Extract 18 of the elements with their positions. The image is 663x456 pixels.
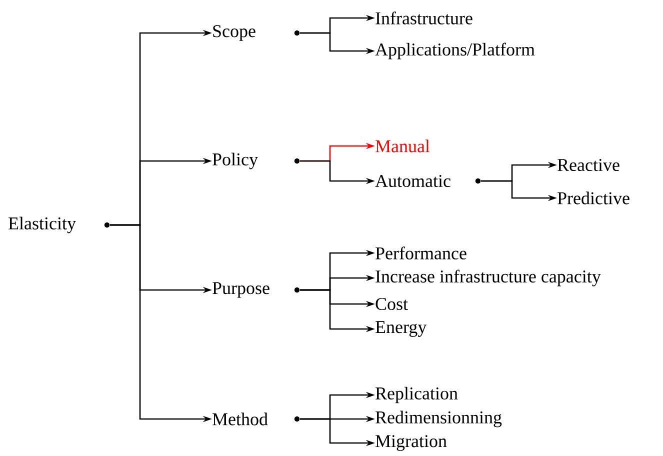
node-label: Infrastructure xyxy=(376,12,472,24)
node-label: Predictive xyxy=(558,192,630,204)
node-label: Redimensionning xyxy=(376,410,502,428)
node-label: Automatic xyxy=(375,174,450,188)
node-label: Increase infrastructure capacity xyxy=(376,270,601,286)
node-label: Migration xyxy=(376,435,447,451)
node-label: Manual xyxy=(376,140,430,152)
node-label: Reactive xyxy=(558,158,620,172)
node-label: Scope xyxy=(213,25,256,41)
node-label: Applications/Platform xyxy=(375,42,535,60)
node-label: Purpose xyxy=(212,282,270,298)
node-label: Replication xyxy=(376,386,458,404)
node-label: Cost xyxy=(376,298,408,310)
node-label: Performance xyxy=(376,246,466,260)
node-label: Policy xyxy=(212,152,258,170)
node-label: Energy xyxy=(376,321,427,337)
node-label: Elasticity xyxy=(8,216,76,234)
node-label: Method xyxy=(212,412,268,426)
